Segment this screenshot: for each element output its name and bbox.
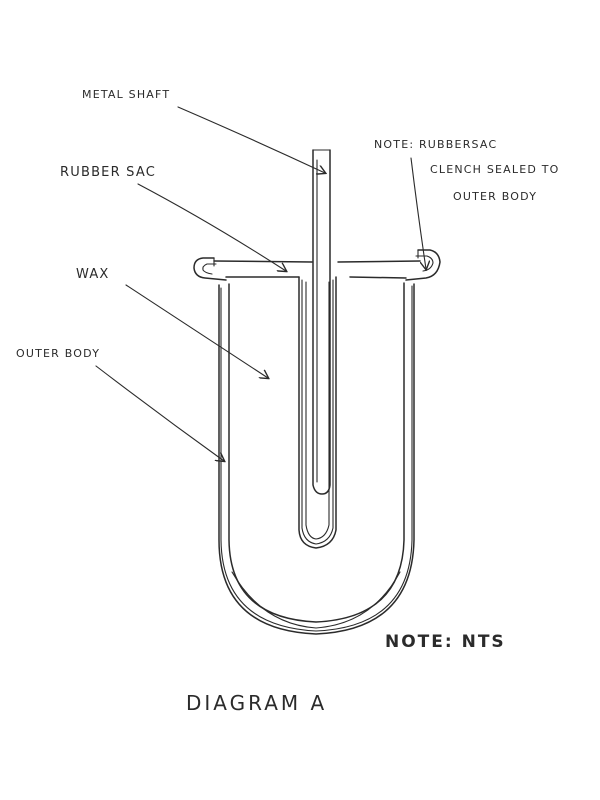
outer-body-label: OUTER BODY [16,347,100,360]
outer-body-arrow [95,365,224,461]
scale-note: NOTE: NTS [385,632,506,652]
rubber-sac-cap [193,249,441,281]
central-well [298,276,337,549]
rubber-sac-note-arrow [410,157,426,269]
metal-shaft-label: METAL SHAFT [82,88,170,101]
rubber-sac-label: RUBBER SAC [60,165,156,180]
wax-arrow [125,284,268,378]
rubber-sac-note-line1: NOTE: RUBBERSAC [374,138,497,151]
metal-shaft-shape [312,149,331,495]
rubber-sac-note-line2: CLENCH SEALED TO [430,163,560,176]
diagram-title: DIAGRAM A [186,691,327,715]
metal-shaft-arrow [177,106,325,173]
leader-arrows [95,106,426,461]
rubber-sac-note-line3: OUTER BODY [453,190,537,203]
wax-label: WAX [76,267,110,282]
outer-body-shape [218,282,415,635]
rubber-sac-arrow [137,183,286,271]
